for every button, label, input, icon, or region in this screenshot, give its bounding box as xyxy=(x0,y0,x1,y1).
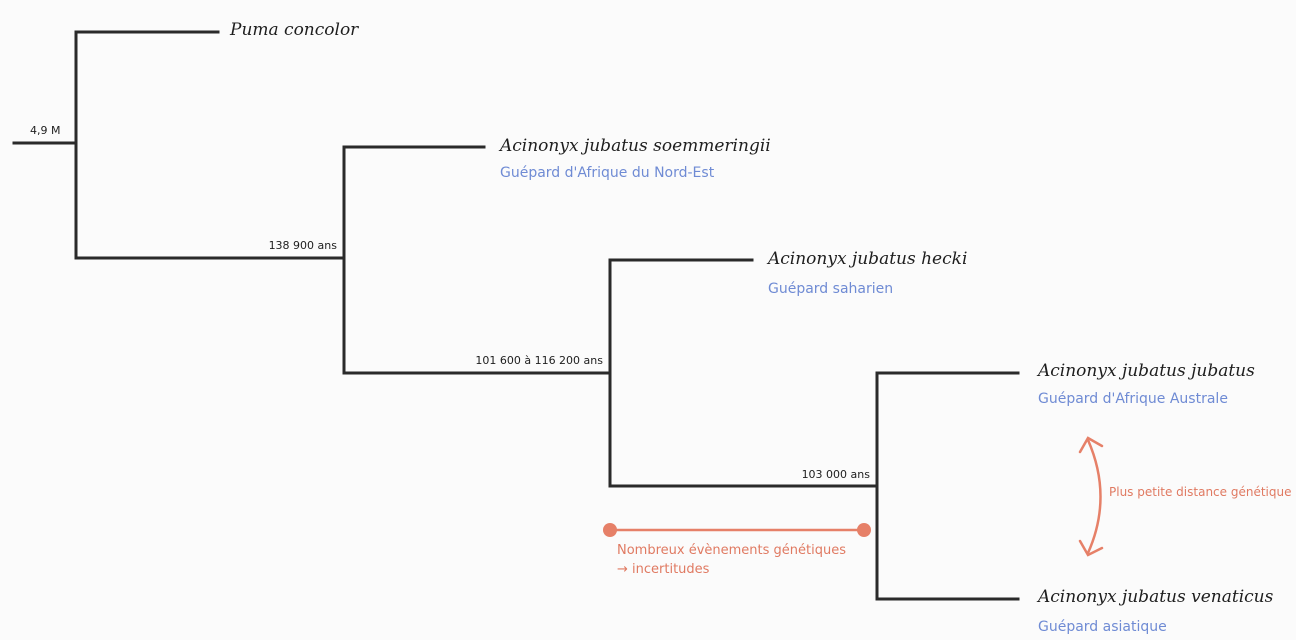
arrow-head-bottom xyxy=(1078,539,1104,557)
common-name-label: Guépard d'Afrique Australe xyxy=(1038,391,1228,407)
smallest-distance-text: Plus petite distance génétique xyxy=(1109,485,1291,499)
tree-branches xyxy=(12,30,1020,601)
node-age-label: 103 000 ans xyxy=(802,468,871,481)
genetic-events-text: Nombreux évènements génétiques xyxy=(617,543,846,558)
species-label: Puma concolor xyxy=(229,20,359,40)
uncertainty-text: → incertitudes xyxy=(617,562,710,577)
arrow-head-top xyxy=(1078,436,1104,454)
species-label: Acinonyx jubatus hecki xyxy=(766,249,967,269)
node-age-label: 101 600 à 116 200 ans xyxy=(475,354,603,367)
double-arrow-curve xyxy=(1086,438,1102,555)
genetic-events-annotation: Nombreux évènements génétiques → incerti… xyxy=(603,523,871,577)
root-age-label: 4,9 M xyxy=(30,124,60,137)
common-name-label: Guépard d'Afrique du Nord-Est xyxy=(500,165,715,181)
genetic-distance-annotation: Plus petite distance génétique xyxy=(1078,436,1291,557)
node-age-label: 138 900 ans xyxy=(269,239,338,252)
species-label: Acinonyx jubatus soemmeringii xyxy=(498,136,771,156)
species-label: Acinonyx jubatus venaticus xyxy=(1036,587,1274,607)
species-label: Acinonyx jubatus jubatus xyxy=(1036,361,1255,381)
range-endpoint-dot xyxy=(857,523,871,537)
common-name-label: Guépard asiatique xyxy=(1038,619,1167,635)
common-name-label: Guépard saharien xyxy=(768,281,893,297)
range-endpoint-dot xyxy=(603,523,617,537)
